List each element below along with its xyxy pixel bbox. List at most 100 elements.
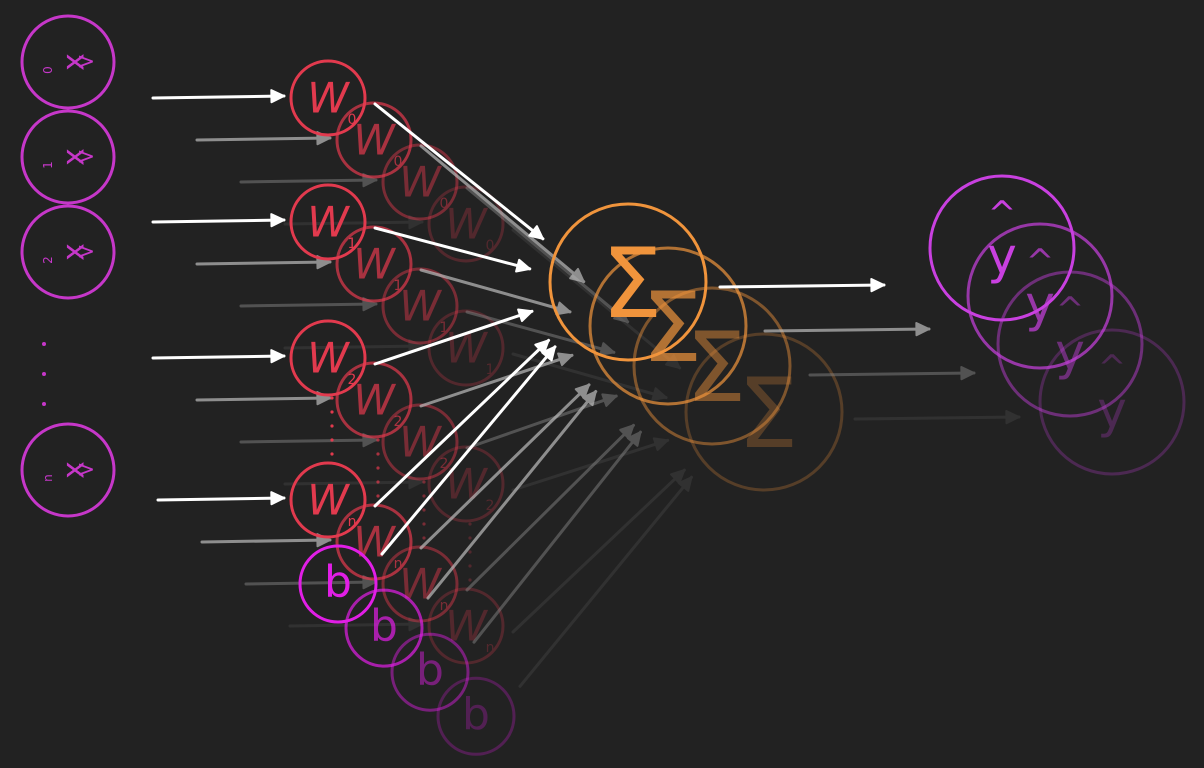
output-symbol: y: [1025, 275, 1055, 333]
input-hat-0: >: [77, 50, 95, 75]
input-to-weight-arrow: [156, 496, 286, 502]
weight-ellipsis-dot: [422, 522, 426, 526]
input-to-weight-arrow: [195, 260, 332, 266]
sum-to-output-arrow: [718, 283, 886, 289]
weight-symbol: W: [353, 518, 396, 567]
sum-to-output-arrow: [853, 415, 1021, 421]
weight-node-n: [289, 461, 367, 539]
weight-node-2: [289, 319, 367, 397]
weight-to-sum-arrow-head: [517, 308, 533, 323]
weight-ellipsis-dot: [422, 508, 426, 512]
weight-ellipsis-dot: [422, 536, 426, 540]
weight-subscript: n: [440, 598, 449, 614]
weight-to-sum-arrow-head: [569, 267, 585, 283]
weight-subscript: 2: [440, 456, 449, 472]
input-column: x>0x>1x>2x>n: [20, 14, 116, 518]
input-node-2: [20, 204, 116, 300]
weight-ellipsis-dot: [468, 550, 472, 554]
input-to-weight-arrow-head: [270, 213, 285, 228]
input-to-weight-arrow: [288, 622, 424, 628]
weight-to-sum-arrow-head: [534, 339, 550, 355]
sum-symbol: Σ: [602, 228, 663, 340]
weight-ellipsis-dot: [330, 438, 334, 442]
weight-ellipsis-dot: [422, 480, 426, 484]
input-to-weight-arrow: [151, 218, 286, 224]
bias-node: [344, 588, 424, 668]
weight-symbol: W: [307, 198, 350, 247]
weight-to-sum-arrow: [419, 383, 591, 550]
weight-node-1: [289, 183, 367, 261]
input-to-weight-arrow: [239, 438, 378, 444]
ellipsis-dot: [42, 372, 46, 376]
input-subscript-2: 2: [41, 256, 55, 264]
bias-symbol: b: [462, 689, 490, 740]
bias-symbol: b: [416, 645, 444, 696]
bias-symbol: b: [324, 557, 352, 608]
weight-node-1: [427, 309, 505, 387]
output-hat: ^: [1098, 348, 1127, 388]
sum-to-output-arrow: [808, 371, 976, 377]
weight-to-sum-arrow: [373, 309, 534, 366]
weight-to-sum-arrow-head: [601, 393, 618, 407]
input-to-weight-arrow: [151, 354, 286, 360]
weight-subscript: 1: [486, 362, 495, 378]
weight-symbol: W: [445, 200, 488, 249]
output-node: [928, 174, 1076, 322]
sum-node: [684, 332, 844, 492]
weight-symbol: W: [353, 376, 396, 425]
input-hat-2: >: [77, 240, 95, 265]
weight-to-sum-arrow-head: [574, 383, 591, 399]
bias-symbol: b: [370, 601, 398, 652]
weight-subscript: 0: [394, 154, 403, 170]
weight-to-sum-arrow: [465, 423, 635, 592]
weight-symbol: W: [445, 460, 488, 509]
input-to-weight-arrow-head: [408, 475, 423, 490]
weight-to-sum-arrow-head: [515, 258, 531, 273]
ellipsis-dot: [42, 342, 46, 346]
weight-to-sum-arrow: [419, 353, 574, 408]
weight-symbol: W: [399, 158, 442, 207]
weight-to-sum-arrow-head: [665, 354, 681, 369]
sum-node: [588, 246, 748, 406]
bias-to-sum-arrow: [518, 475, 693, 688]
weight-symbol: W: [445, 324, 488, 373]
weight-to-sum-arrow-head: [669, 469, 686, 485]
weight-ellipsis-dot: [376, 466, 380, 470]
input-to-weight-arrow: [195, 136, 332, 142]
bias-node: [390, 632, 470, 712]
weight-to-sum-arrow: [419, 268, 572, 314]
bias-to-sum-arrow: [380, 345, 557, 556]
weight-ellipsis-dot: [330, 452, 334, 456]
input-to-weight-arrow: [151, 94, 286, 100]
output-symbol: y: [1097, 381, 1127, 439]
output-hat: ^: [1056, 290, 1085, 330]
bias-to-sum-arrow: [426, 389, 598, 600]
weight-ellipsis-dot: [376, 480, 380, 484]
input-to-weight-arrow: [283, 220, 424, 226]
input-subscript-0: 0: [41, 66, 55, 74]
weight-symbol: W: [307, 334, 350, 383]
weight-to-sum-arrow: [373, 338, 551, 508]
weight-subscript: n: [348, 514, 357, 530]
weight-subscript: 1: [348, 236, 357, 252]
weight-to-sum-arrow-head: [557, 352, 573, 367]
weight-to-sum-arrow: [511, 438, 670, 492]
weight-to-sum-arrow-head: [619, 424, 635, 440]
weight-ellipsis-dot: [376, 452, 380, 456]
weight-to-sum-arrow: [465, 310, 616, 354]
input-symbol-0: x: [57, 53, 92, 71]
sum-to-output-arrow-head: [1005, 410, 1020, 425]
weight-to-sum-arrow: [511, 352, 668, 400]
weight-to-sum-arrow: [511, 468, 686, 634]
output-node: [1038, 328, 1186, 476]
input-to-weight-arrow: [195, 396, 332, 402]
weight-symbol: W: [307, 74, 350, 123]
weight-symbol: W: [353, 116, 396, 165]
weight-symbol: W: [445, 602, 488, 651]
bias-node: [298, 544, 378, 624]
weight-ellipsis-dot: [468, 536, 472, 540]
input-to-weight-arrow-head: [270, 491, 285, 506]
input-to-weight-arrow-head: [408, 215, 423, 230]
